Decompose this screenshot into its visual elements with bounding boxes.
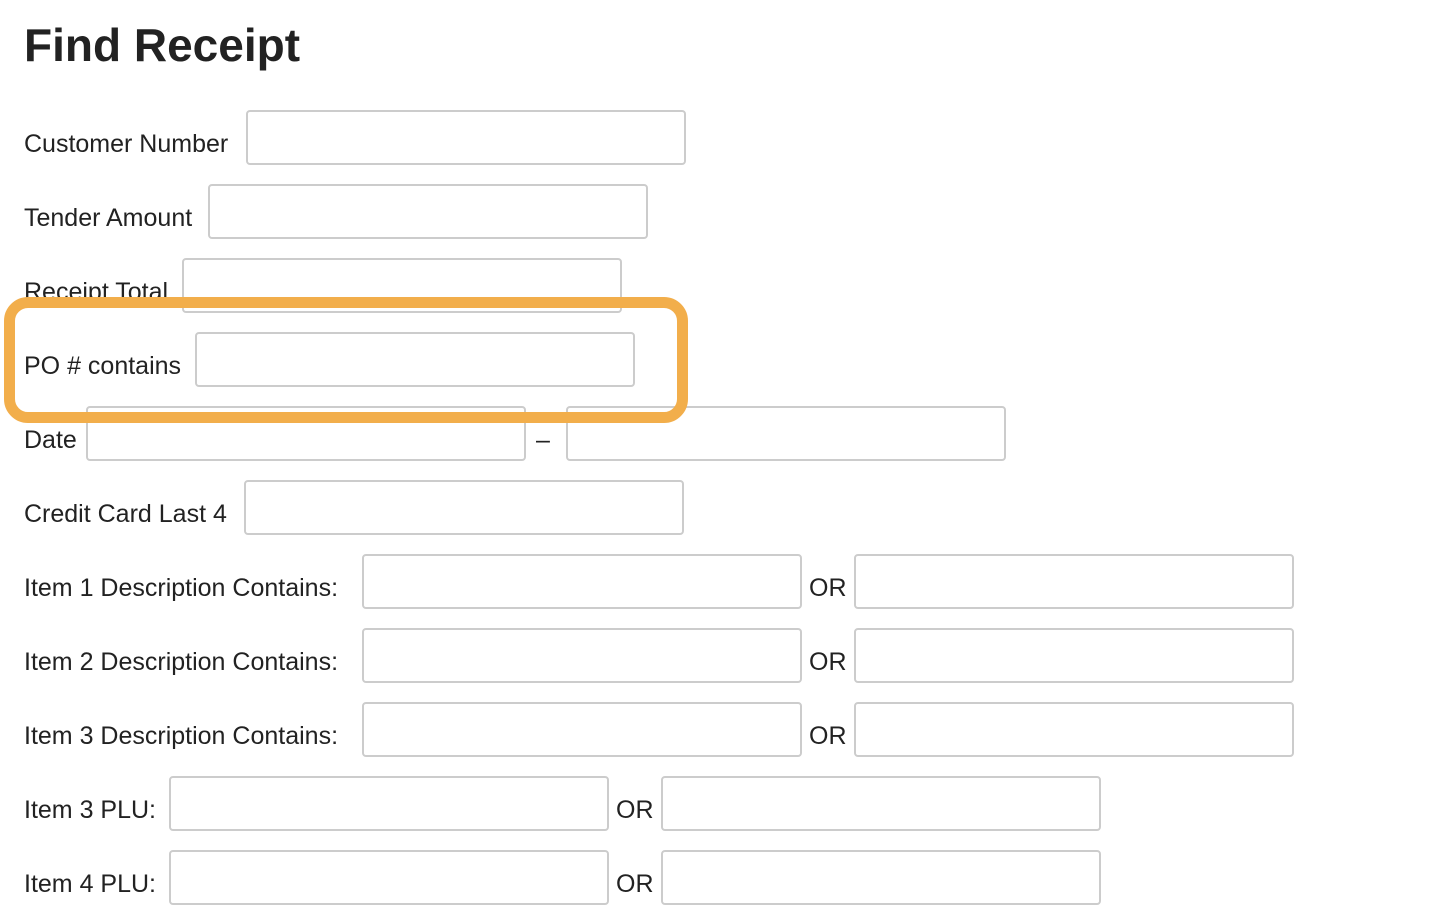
date-from-input[interactable] bbox=[86, 406, 526, 461]
item3-plu-label: Item 3 PLU: bbox=[24, 796, 156, 824]
item2-description-label: Item 2 Description Contains: bbox=[24, 648, 339, 676]
or-label: OR bbox=[809, 574, 847, 602]
item4-plu-input[interactable] bbox=[169, 850, 609, 905]
item3-plu-alt-input[interactable] bbox=[661, 776, 1101, 831]
po-contains-label: PO # contains bbox=[24, 352, 182, 380]
item3-description-label: Item 3 Description Contains: bbox=[24, 722, 339, 750]
date-to-input[interactable] bbox=[566, 406, 1006, 461]
or-label: OR bbox=[809, 722, 847, 750]
po-contains-input[interactable] bbox=[195, 332, 635, 387]
item1-description-input[interactable] bbox=[362, 554, 802, 609]
item3-plu-input[interactable] bbox=[169, 776, 609, 831]
item1-description-alt-input[interactable] bbox=[854, 554, 1294, 609]
date-label: Date bbox=[24, 426, 77, 454]
item2-description-alt-input[interactable] bbox=[854, 628, 1294, 683]
customer-number-label: Customer Number bbox=[24, 130, 229, 158]
tender-amount-input[interactable] bbox=[208, 184, 648, 239]
item4-plu-alt-input[interactable] bbox=[661, 850, 1101, 905]
credit-card-last4-label: Credit Card Last 4 bbox=[24, 500, 227, 528]
date-range-separator: – bbox=[536, 426, 550, 454]
receipt-total-label: Receipt Total bbox=[24, 278, 169, 306]
tender-amount-label: Tender Amount bbox=[24, 204, 193, 232]
item2-description-input[interactable] bbox=[362, 628, 802, 683]
item3-description-alt-input[interactable] bbox=[854, 702, 1294, 757]
receipt-total-input[interactable] bbox=[182, 258, 622, 313]
or-label: OR bbox=[616, 870, 654, 898]
page-title: Find Receipt bbox=[24, 19, 301, 71]
or-label: OR bbox=[616, 796, 654, 824]
item4-plu-label: Item 4 PLU: bbox=[24, 870, 156, 898]
customer-number-input[interactable] bbox=[246, 110, 686, 165]
item1-description-label: Item 1 Description Contains: bbox=[24, 574, 339, 602]
item3-description-input[interactable] bbox=[362, 702, 802, 757]
credit-card-last4-input[interactable] bbox=[244, 480, 684, 535]
or-label: OR bbox=[809, 648, 847, 676]
